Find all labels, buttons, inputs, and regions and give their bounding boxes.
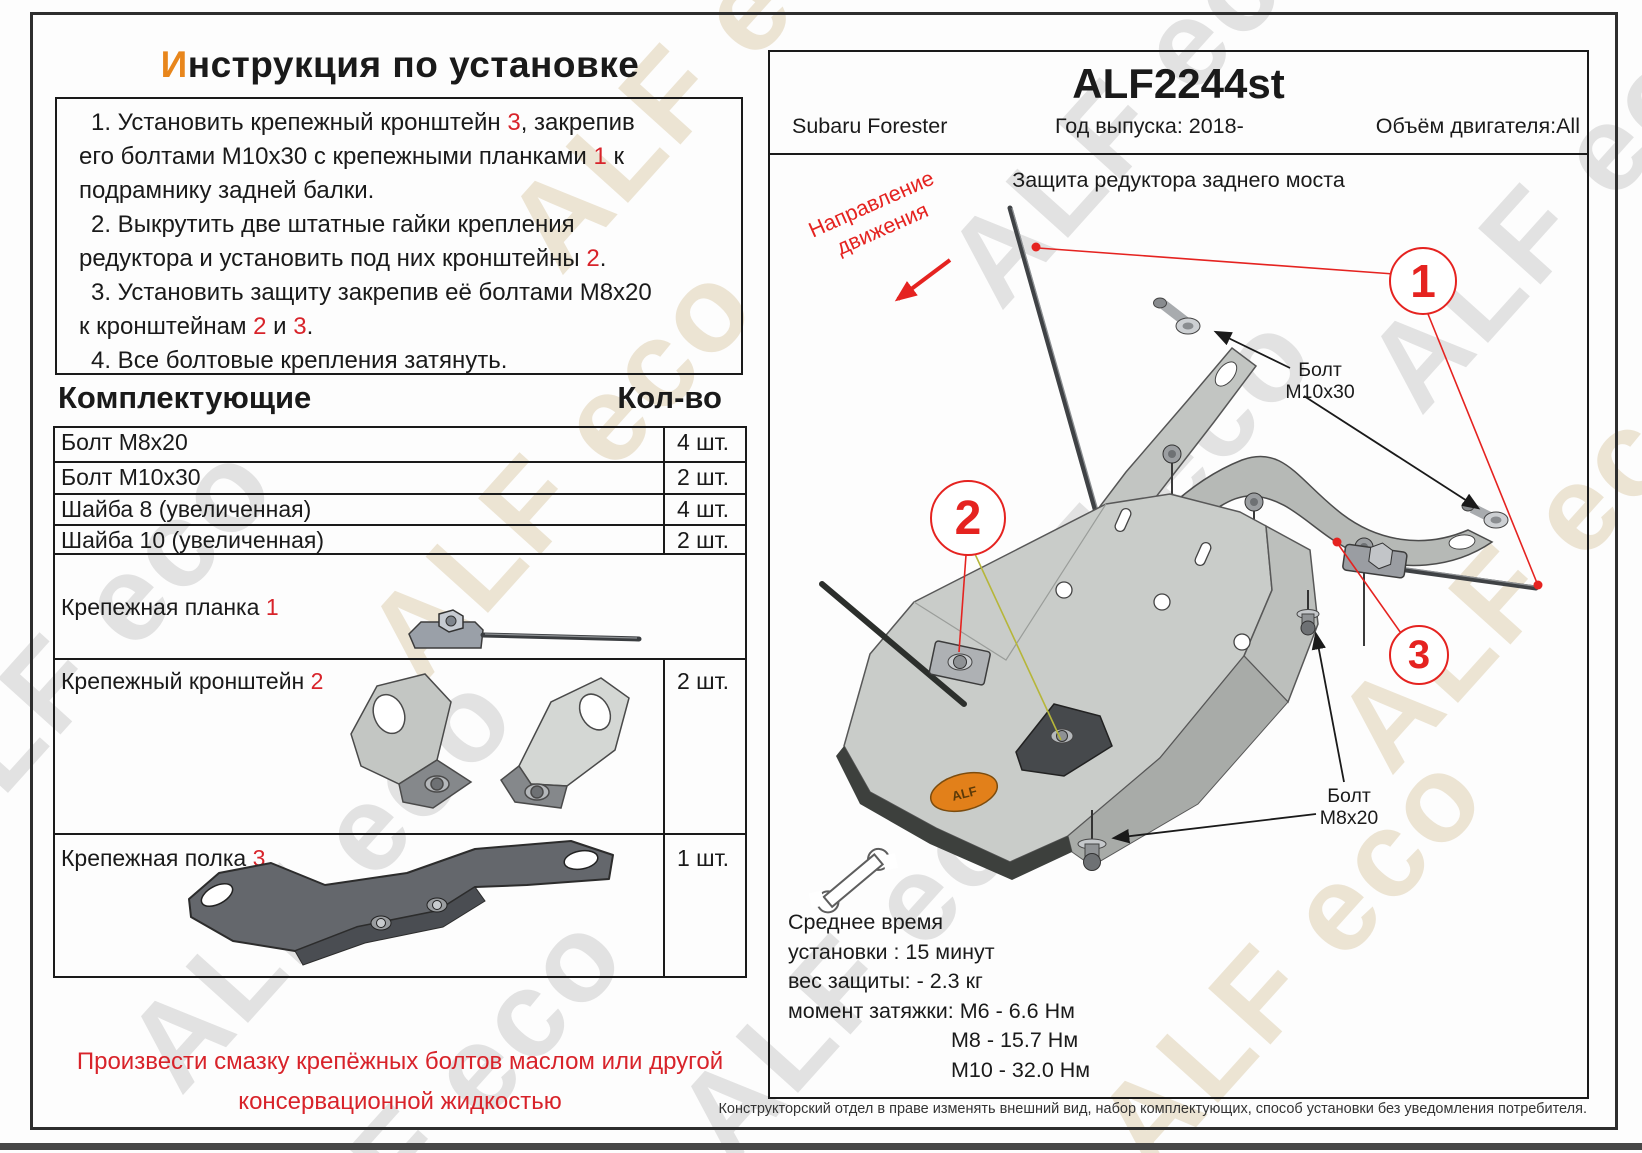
table-row: Болт М8х20 4 шт.	[55, 428, 745, 463]
step-3: 3. Установить защиту закрепив её болтами…	[79, 279, 652, 340]
spec-line: М10 - 32.0 Нм	[951, 1057, 1091, 1082]
vehicle-year: Год выпуска: 2018-	[1055, 114, 1244, 138]
wrench-icon	[808, 847, 898, 914]
callout-3: 3	[1389, 625, 1449, 685]
spec-line: установки : 15 минут	[788, 939, 995, 964]
direction-arrow	[894, 258, 952, 302]
table-row: Шайба 8 (увеличенная) 4 шт.	[55, 495, 745, 526]
page-title: Инструкция по установке	[55, 44, 745, 86]
table-row: Крепежная планка 1	[55, 555, 745, 660]
product-panel: ALF2244st Subaru Forester Год выпуска: 2…	[768, 50, 1589, 1099]
clamp-plate-image	[408, 609, 642, 649]
table-row: Болт М10х30 2 шт.	[55, 463, 745, 495]
label-leader-lines	[1111, 330, 1481, 844]
callout-leader-lines	[958, 242, 1543, 741]
brand-oval-logo: ALF	[929, 771, 999, 813]
assembly-diagram: ALF	[808, 205, 1543, 914]
table-row: Шайба 10 (увеличенная) 2 шт.	[55, 526, 745, 555]
bolt-m10-top	[1153, 297, 1201, 335]
step-2: 2. Выкрутить две штатные гайки крепления…	[79, 211, 607, 272]
spec-line: момент затяжки: М6 - 6.6 Нм	[788, 998, 1075, 1023]
clamp-rod-on-plate	[819, 581, 991, 707]
rod-clamp-right	[1342, 542, 1408, 579]
bolt-m8-bottom	[1077, 810, 1107, 871]
disclaimer-footer: Конструкторский отдел в праве изменять в…	[718, 1101, 1587, 1117]
table-row: Крепежная полка 3 1 шт.	[55, 835, 745, 976]
title-rest: нструкция по установке	[187, 44, 640, 85]
bolt-m8-label: Болт М8х20	[1319, 785, 1379, 829]
protection-plate	[836, 493, 1319, 880]
components-table: Болт М8х20 4 шт. Болт М10х30 2 шт. Шайба…	[53, 426, 747, 978]
qty-title: Кол-во	[617, 380, 722, 415]
installation-specs: Среднее время установки : 15 минут вес з…	[788, 908, 1090, 1085]
callout-1: 1	[1389, 247, 1457, 315]
small-bracket-on-plate	[1015, 703, 1113, 777]
engine-volume: Объём двигателя:All	[1375, 114, 1580, 138]
lubrication-warning: Произвести смазку крепёжных болтов масло…	[76, 1048, 724, 1115]
vehicle-model: Subaru Forester	[792, 114, 948, 138]
table-row: Крепежный кронштейн 2 2 шт.	[55, 660, 745, 835]
bolt-m8-fold	[1296, 590, 1320, 636]
title-first-letter: И	[160, 44, 188, 85]
product-code: ALF2244st	[1072, 60, 1285, 107]
photo-bottom-edge	[0, 1143, 1642, 1150]
header-divider	[770, 153, 1587, 155]
step-4: 4. Все болтовые крепления затянуть.	[91, 347, 508, 374]
components-title: Комплектующие	[58, 380, 312, 415]
bolt-m10-label: Болт М10х30	[1285, 359, 1355, 403]
diagram-title: Защита редуктора заднего моста	[1012, 168, 1345, 192]
spec-line: вес защиты: - 2.3 кг	[788, 969, 983, 993]
bracket-shelf-image	[188, 840, 614, 966]
callout-2: 2	[930, 480, 1006, 556]
outer-frame	[30, 12, 1618, 1130]
spec-line: М8 - 15.7 Нм	[951, 1028, 1079, 1052]
spec-line: Среднее время	[788, 910, 944, 934]
step-1: 1. Установить крепежный кронштейн 3, зак…	[79, 109, 635, 204]
installation-steps: 1. Установить крепежный кронштейн 3, зак…	[55, 97, 743, 375]
bolt-m10-right	[1461, 500, 1509, 529]
components-header: Комплектующие Кол-во	[58, 380, 722, 416]
mounting-brackets-image	[350, 673, 630, 809]
logo-text: ALF	[950, 783, 978, 804]
